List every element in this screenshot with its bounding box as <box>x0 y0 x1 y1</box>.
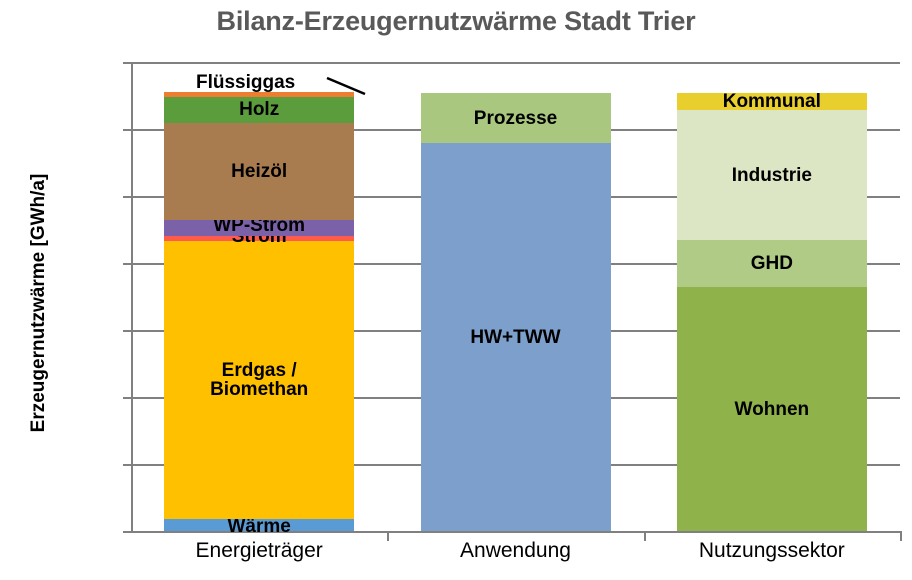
segment-label: Wohnen <box>734 398 810 420</box>
bar-segment-industrie[interactable]: Industrie <box>676 110 867 241</box>
bar-segment-wohnen[interactable]: Wohnen <box>676 287 867 531</box>
y-tick-mark <box>123 196 131 198</box>
x-axis-label-energieträger: Energieträger <box>195 539 323 562</box>
gridline-1.400 <box>131 62 900 64</box>
segment-label: Kommunal <box>722 91 821 113</box>
annotation-fluessiggas-label: Flüssiggas <box>196 72 296 93</box>
chart-title: Bilanz-Erzeugernutzwärme Stadt Trier <box>216 6 696 36</box>
bar-segment-w-rme[interactable]: Wärme <box>164 517 355 536</box>
y-tick-mark <box>123 129 131 131</box>
y-tick-mark <box>123 62 131 64</box>
bar-segment-hw-tww[interactable]: HW+TWW <box>420 143 611 531</box>
y-tick-mark <box>123 397 131 399</box>
segment-label: GHD <box>750 253 793 275</box>
segment-label: Wärme <box>227 516 291 538</box>
x-axis-separator <box>643 531 646 541</box>
bar-segment-wp-strom[interactable]: WP-Strom <box>164 216 355 236</box>
bar-segment-heiz-l[interactable]: Heizöl <box>164 122 355 220</box>
segment-label: HW+TWW <box>470 326 561 348</box>
y-axis-title: Erzeugernutzwärme [GWh/a] <box>28 173 49 433</box>
segment-label: Holz <box>239 99 280 121</box>
x-axis-label-nutzungssektor: Nutzungssektor <box>698 539 845 562</box>
y-tick-mark <box>123 464 131 466</box>
plot-area: 1.4001.2001.0008006004002000 WärmeErdgas… <box>123 62 902 541</box>
bar-segment-holz[interactable]: Holz <box>164 96 355 123</box>
segment-label: Erdgas /Biomethan <box>210 359 309 400</box>
y-tick-mark <box>123 330 131 332</box>
x-axis-label-anwendung: Anwendung <box>460 539 571 562</box>
bar-nutzungssektor[interactable]: Wohnen GHD Industrie Kommunal <box>676 91 867 531</box>
bar-segment-prozesse[interactable]: Prozesse <box>420 93 611 144</box>
gridline-0 <box>131 531 900 533</box>
x-axis-separator <box>387 531 390 541</box>
bar-anwendung[interactable]: HW+TWW Prozesse <box>420 93 611 531</box>
segment-label: Heizöl <box>231 160 288 182</box>
bar-segment-kommunal[interactable]: Kommunal <box>676 91 867 113</box>
y-tick-mark <box>123 263 131 265</box>
y-tick-mark <box>123 531 131 533</box>
bar-segment-erdgas-biomethan[interactable]: Erdgas /Biomethan <box>164 240 355 519</box>
bar-segment-fl-ssiggas[interactable] <box>164 91 355 97</box>
bar-segment-ghd[interactable]: GHD <box>676 240 867 288</box>
bar-segment-strom[interactable]: Strom <box>164 227 355 246</box>
y-axis-line <box>131 62 133 531</box>
segment-label: Industrie <box>731 164 812 186</box>
segment-label: WP-Strom <box>213 215 306 237</box>
segment-label: Prozesse <box>473 107 558 129</box>
x-axis-separator <box>900 531 902 541</box>
